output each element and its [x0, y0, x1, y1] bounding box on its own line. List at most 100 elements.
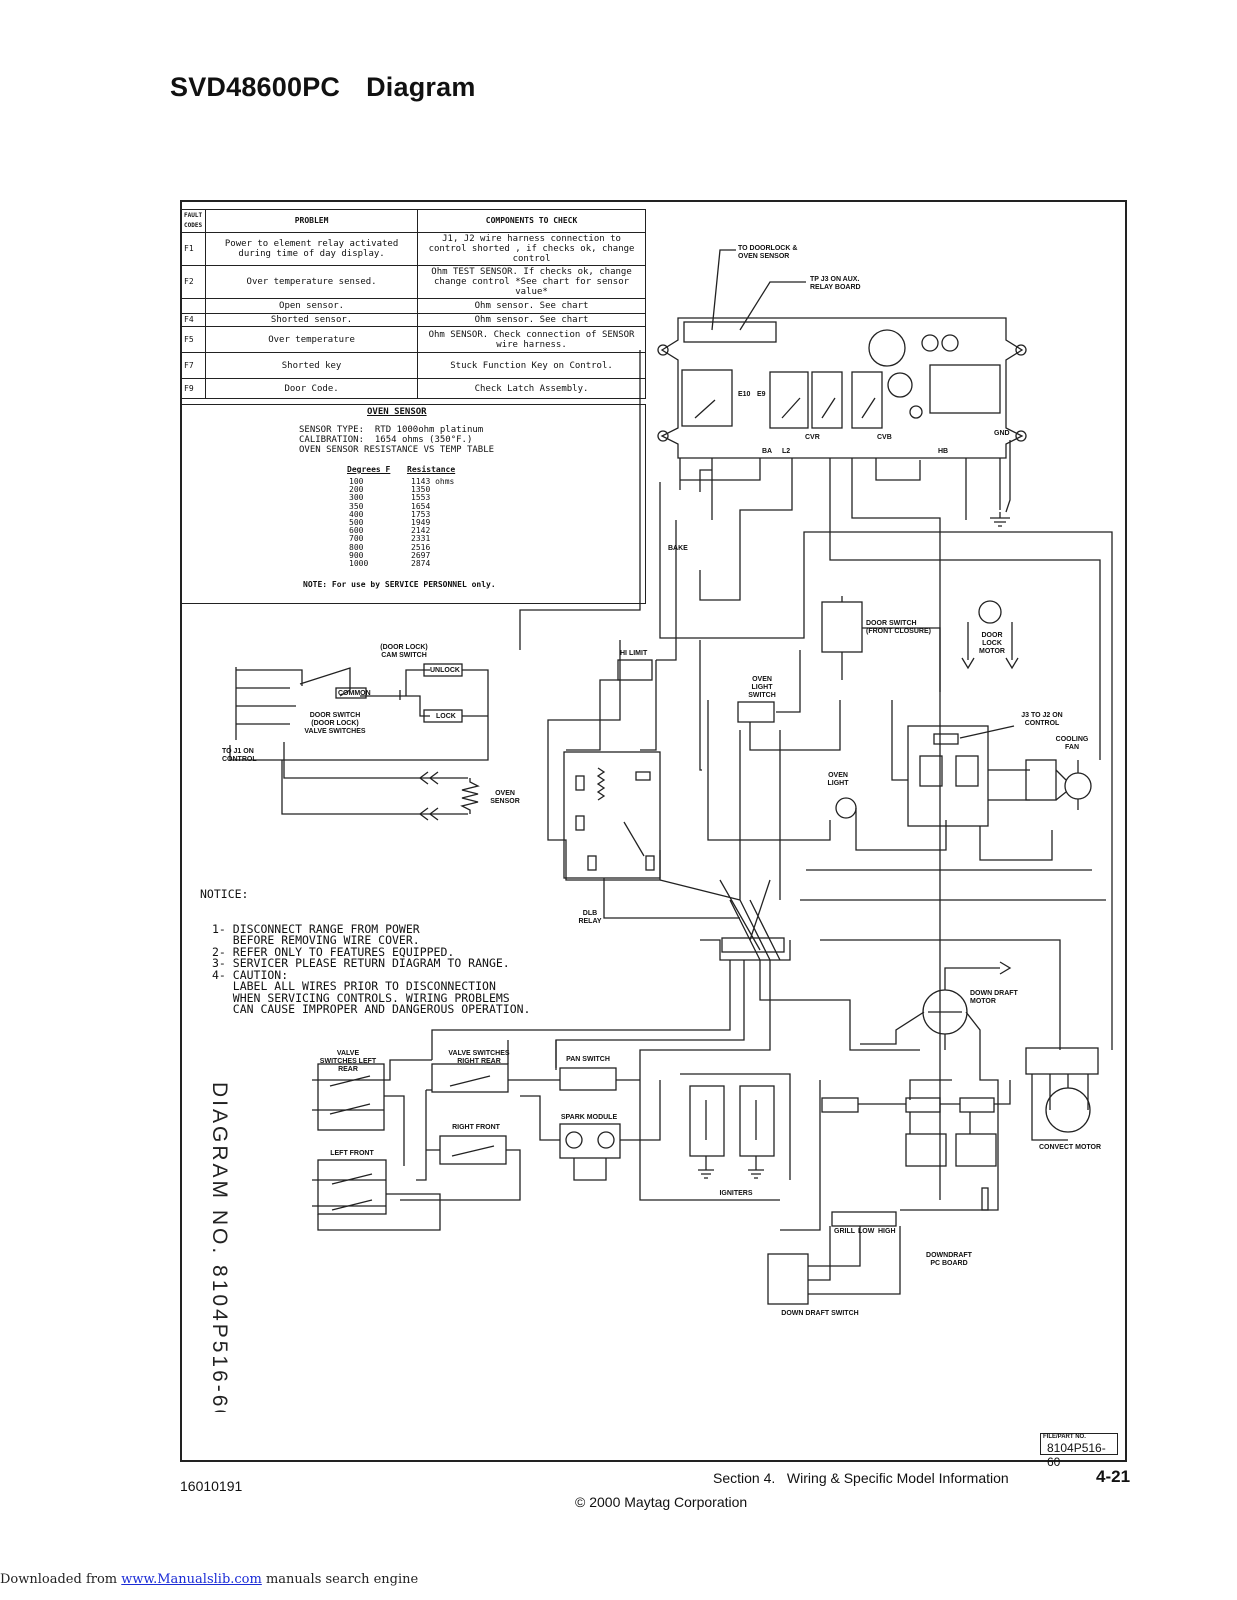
- label-door-switch-valve: DOOR SWITCH (DOOR LOCK) VALVE SWITCHES: [304, 712, 366, 735]
- hi-limit-switch: [617, 659, 653, 681]
- model-number: SVD48600PC: [170, 72, 341, 102]
- degree-value: 300: [349, 493, 364, 503]
- relay-contact-box: [955, 1133, 997, 1167]
- board-capacitor: [868, 329, 906, 367]
- relay-box: [821, 1097, 859, 1113]
- notice-heading: NOTICE:: [200, 887, 249, 901]
- board-capacitor: [941, 334, 959, 352]
- relay-contact: [623, 821, 645, 857]
- wire: [229, 667, 489, 815]
- leader-line: [739, 281, 806, 331]
- label-e10: E10: [738, 391, 751, 398]
- relay-coil: [596, 767, 606, 801]
- wire: [707, 650, 841, 841]
- table-row: F5 Over temperature Ohm SENSOR. Check co…: [179, 326, 646, 353]
- ground-symbol: [990, 512, 1010, 527]
- label-high: HIGH: [878, 1228, 896, 1235]
- col-degrees: Degrees F: [347, 465, 391, 474]
- label-door-lock-motor: DOOR LOCK MOTOR: [979, 632, 1005, 655]
- fault-problem: Door Code.: [205, 378, 419, 399]
- manualslib-link[interactable]: www.Manualslib.com: [121, 1572, 262, 1587]
- oven-sensor-coil: [460, 778, 480, 814]
- board-capacitor: [909, 405, 923, 419]
- label-low: LOW: [858, 1228, 875, 1235]
- download-suffix: manuals search engine: [261, 1572, 419, 1587]
- header-components: COMPONENTS TO CHECK: [417, 209, 646, 233]
- dlb-relay: [563, 751, 661, 879]
- fault-problem: Over temperature: [205, 326, 419, 353]
- notice-item: LABEL ALL WIRES PRIOR TO DISCONNECTION: [212, 979, 496, 993]
- spark-terminal-n: [597, 1131, 615, 1149]
- notice-block: NOTICE: 1- DISCONNECT RANGE FROM POWER B…: [200, 866, 531, 1027]
- calibration-line: CALIBRATION: 1654 ohms (350°F.): [299, 435, 473, 445]
- label-door-switch-front: DOOR SWITCH (FRONT CLOSURE): [866, 620, 931, 635]
- wire: [1055, 760, 1079, 810]
- notice-item: BEFORE REMOVING WIRE COVER.: [212, 933, 420, 947]
- wire: [520, 1080, 661, 1181]
- label-grill: GRILL: [834, 1228, 855, 1235]
- degree-value: 500: [349, 518, 364, 528]
- label-dlb-relay: DLB RELAY: [578, 910, 602, 925]
- aux-relay-connector: [933, 733, 959, 745]
- degree-value: 900: [349, 550, 364, 560]
- relay-terminal: [575, 815, 585, 831]
- resistance-value: 2142: [411, 526, 431, 536]
- board-mount-hole: [1015, 430, 1027, 442]
- relay-terminal: [635, 771, 651, 781]
- service-note: NOTE: For use by SERVICE PERSONNEL only.: [303, 580, 496, 589]
- resistance-value: 2697: [411, 550, 431, 560]
- table-row: F9 Door Code. Check Latch Assembly.: [179, 378, 646, 399]
- degree-value: 800: [349, 542, 364, 552]
- label-cvr: CVR: [805, 434, 820, 441]
- label-oven-light: OVEN LIGHT: [827, 772, 849, 787]
- fault-code: F9: [179, 378, 207, 399]
- diagram-number-text: DIAGRAM NO. 8104P516-60: [208, 1082, 231, 1412]
- file-part-box: FILE/PART NO. 8104P516-60: [1040, 1433, 1118, 1469]
- valve-switch-right-rear: [431, 1063, 509, 1093]
- board-relay-e9: [769, 371, 809, 429]
- wire: [860, 961, 1012, 1060]
- aux-relay: [955, 755, 979, 787]
- table-row: F1 Power to element relay activated duri…: [179, 232, 646, 266]
- download-prefix: Downloaded from: [0, 1572, 122, 1587]
- degree-value: 400: [349, 509, 364, 519]
- section-title: Section 4. Wiring & Specific Model Infor…: [713, 1470, 1009, 1486]
- degree-value: 200: [349, 485, 364, 495]
- resistance-value: 2331: [411, 534, 431, 544]
- label-lock: LOCK: [436, 713, 456, 720]
- fault-check: Ohm SENSOR. Check connection of SENSOR w…: [417, 326, 646, 353]
- label-oven-light-switch: OVEN LIGHT SWITCH: [748, 676, 776, 699]
- board-capacitor: [887, 372, 913, 398]
- label-to-doorlock: TO DOORLOCK & OVEN SENSOR: [738, 245, 798, 260]
- fault-problem: Over temperature sensed.: [205, 265, 419, 299]
- table-row: F4 Shorted sensor. Ohm sensor. See chart: [179, 313, 646, 327]
- leader-line: [959, 725, 1015, 739]
- label-down-draft-switch: DOWN DRAFT SWITCH: [781, 1310, 859, 1317]
- title-suffix: Diagram: [366, 72, 476, 102]
- sensor-type-line: SENSOR TYPE: RTD 1000ohm platinum: [299, 425, 484, 435]
- cam-switch: [423, 709, 463, 723]
- terminal-block: [721, 937, 785, 953]
- resistance-value: 2874: [411, 559, 431, 569]
- label-bake: BAKE: [668, 545, 688, 552]
- fault-code: F5: [179, 326, 207, 353]
- relay-terminal: [645, 855, 655, 871]
- header-fault-codes: FAULT CODES: [179, 209, 207, 233]
- resistance-table-title: OVEN SENSOR RESISTANCE VS TEMP TABLE: [299, 445, 495, 455]
- resistance-value: 1350: [411, 485, 431, 495]
- valve-switch-right-front: [439, 1135, 507, 1165]
- board-relay-cvb: [851, 371, 883, 429]
- wire: [855, 808, 947, 851]
- label-right-front: RIGHT FRONT: [452, 1124, 500, 1131]
- table-row: F7 Shorted key Stuck Function Key on Con…: [179, 352, 646, 379]
- label-door-lock-cam: (DOOR LOCK) CAM SWITCH: [380, 644, 428, 659]
- connector-j1-j2: [683, 321, 777, 343]
- wire: [659, 440, 1113, 1200]
- label-to-j1: TO J1 ON CONTROL: [222, 748, 257, 763]
- label-unlock: UNLOCK: [430, 667, 460, 674]
- cooling-fan-connector: [1025, 759, 1057, 801]
- label-convect-motor: CONVECT MOTOR: [1038, 1144, 1102, 1151]
- wire: [961, 622, 1019, 670]
